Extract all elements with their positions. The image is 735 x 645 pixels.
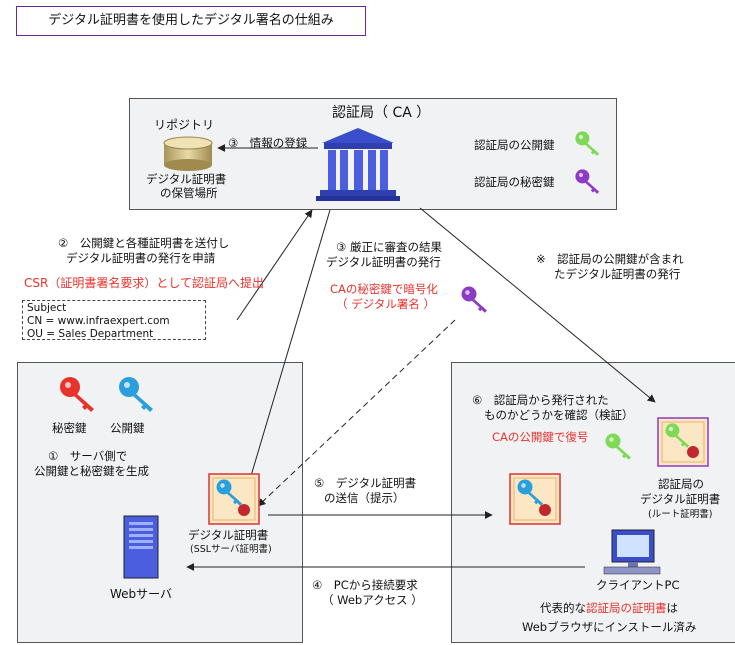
csr-ou: OU = Sales Department	[27, 328, 154, 340]
client-panel	[451, 362, 735, 643]
root-cert-sub: (ルート証明書)	[648, 509, 713, 520]
decrypt-label: CAの公開鍵で復号	[492, 430, 589, 444]
server-certificate-icon	[208, 473, 260, 525]
web-server-icon	[123, 515, 159, 579]
csr-cn: CN = www.infraexpert.com	[27, 315, 170, 327]
web-server-label: Webサーバ	[110, 587, 173, 601]
step6-line2: ものかどうかを確認（検証）	[484, 408, 634, 422]
register-step-label: ③ 情報の登録	[228, 136, 308, 150]
step6-line1: ⑥ 認証局から発行された	[472, 393, 609, 407]
step3-line2: デジタル証明書の発行	[326, 255, 441, 269]
step4-line2: （ Webアクセス ）	[322, 593, 423, 607]
sign-line2: （ デジタル署名 ）	[336, 297, 436, 311]
root-cert-line1: 認証局の	[658, 477, 704, 491]
client-pc-icon	[603, 529, 661, 575]
arrow-issue-cert	[243, 209, 331, 497]
arrow-root-cert	[419, 207, 656, 403]
ca-public-key-icon	[575, 131, 600, 156]
server-cert-sub: (SSLサーバ証明書)	[190, 544, 272, 555]
storage-label-line2: の保管場所	[160, 186, 218, 200]
server-public-key-label: 公開鍵	[110, 421, 145, 435]
arrow-signature	[257, 319, 456, 507]
client-pc-label: クライアントPC	[596, 578, 680, 592]
arrow-csr-to-ca	[236, 209, 313, 321]
csr-box: Subject CN = www.infraexpert.com OU = Sa…	[22, 300, 206, 340]
repository-icon	[163, 136, 213, 171]
step4-line1: ④ PCから接続要求	[312, 578, 418, 592]
ca-title: 認証局（ CA ）	[332, 105, 431, 121]
note-line1: ※ 認証局の公開鍵が含まれ	[536, 252, 684, 266]
client-note-post: は	[666, 601, 679, 615]
server-cert-label: デジタル証明書	[188, 528, 269, 542]
step1-line2: 公開鍵と秘密鍵を生成	[34, 464, 149, 478]
csr-caption: CSR（証明書署名要求）として認証局へ提出	[24, 276, 264, 290]
client-note-red: 認証局の証明書	[586, 601, 667, 615]
client-note-line1: 代表的な認証局の証明書は	[540, 601, 678, 616]
root-certificate-icon	[657, 417, 709, 467]
repository-label: リポジトリ	[154, 118, 215, 132]
step5-line1: ⑤ デジタル証明書	[314, 476, 417, 490]
note-line2: たデジタル証明書の発行	[554, 267, 681, 281]
root-cert-line2: デジタル証明書	[640, 492, 721, 506]
client-note-line2: Webブラウザにインストール済み	[522, 620, 697, 634]
step5-line2: の送信（提示）	[324, 491, 405, 505]
server-public-key-icon	[119, 377, 153, 412]
storage-label-line1: デジタル証明書	[146, 172, 227, 186]
decrypt-key-icon	[605, 433, 631, 460]
signature-key-icon	[461, 286, 487, 313]
server-private-key-icon	[60, 377, 94, 412]
step1-line1: ① サーバ側で	[48, 449, 128, 463]
ca-building-icon	[316, 128, 400, 201]
step2-line1: ② 公開鍵と各種証明書を送付し	[58, 236, 230, 250]
step2-line2: デジタル証明書の発行を申請	[66, 251, 216, 265]
csr-subject: Subject	[27, 302, 67, 314]
diagram-title: デジタル証明書を使用したデジタル署名の仕組み	[16, 6, 366, 36]
step3-line1: ③ 厳正に審査の結果	[336, 240, 442, 254]
ca-private-key-label: 認証局の秘密鍵	[474, 175, 555, 189]
ca-private-key-icon	[575, 169, 600, 194]
client-note-pre: 代表的な	[540, 601, 586, 615]
sign-line1: CAの秘密鍵で暗号化	[330, 282, 438, 296]
server-private-key-label: 秘密鍵	[52, 421, 87, 435]
ca-public-key-label: 認証局の公開鍵	[474, 138, 555, 152]
client-certificate-icon	[509, 473, 561, 525]
